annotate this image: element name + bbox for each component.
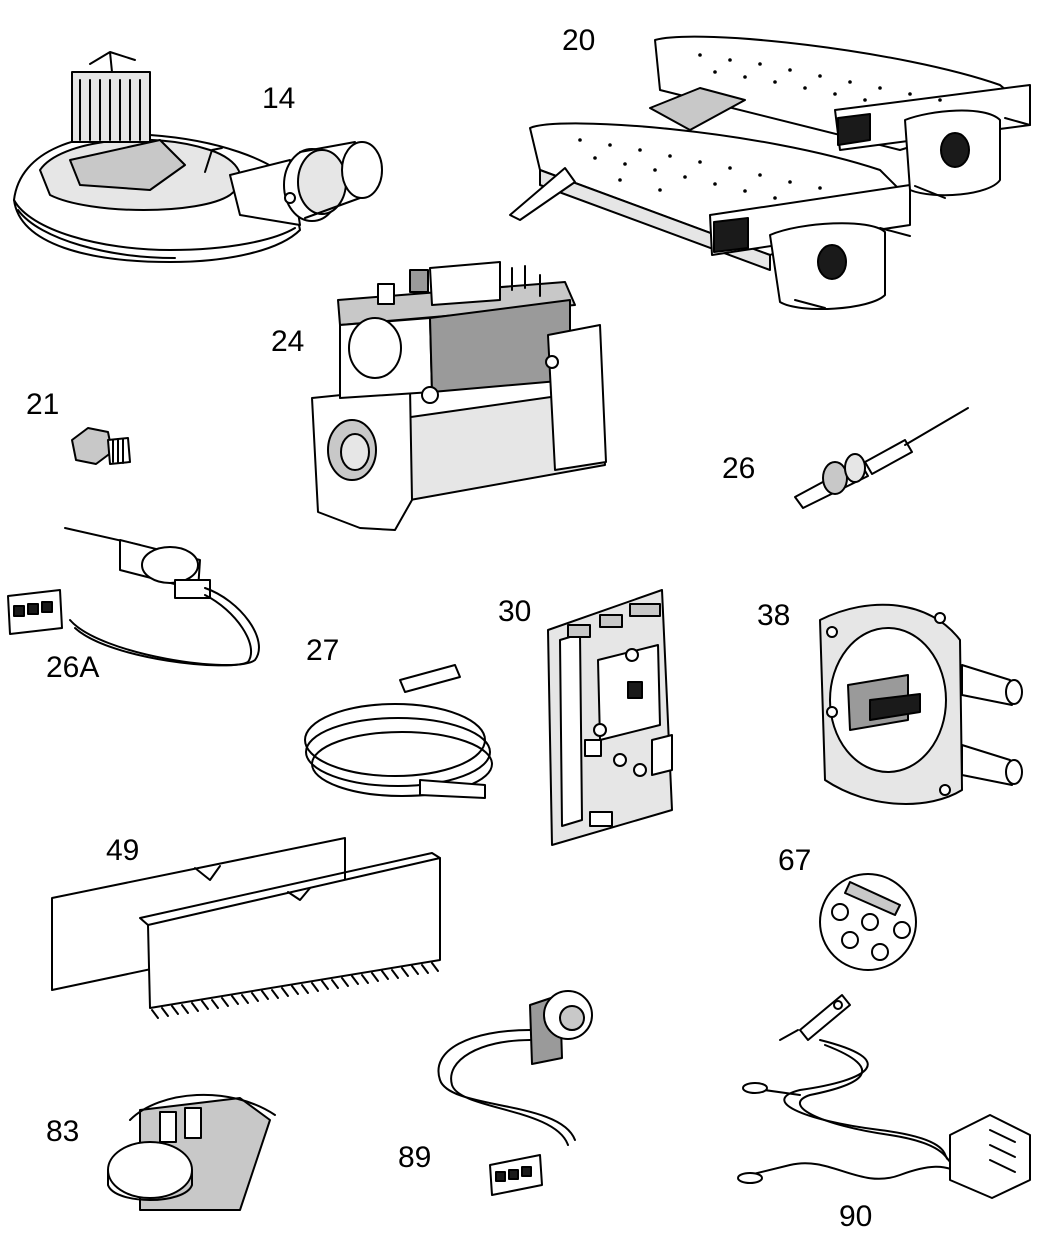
part-label-30: 30 [498, 595, 532, 628]
part-label-27: 27 [306, 634, 340, 667]
part-label-89: 89 [398, 1141, 432, 1174]
part-label-49: 49 [106, 834, 140, 867]
sensing-electrode-drawing [7, 527, 260, 667]
pressure-switch-drawing [819, 603, 1023, 805]
gas-valve-drawing [311, 261, 607, 531]
control-pcb-drawing [547, 589, 673, 846]
part-label-90: 90 [839, 1200, 873, 1233]
fan-assembly-drawing [13, 51, 383, 263]
part-label-24: 24 [271, 325, 305, 358]
ignition-lead-drawing [304, 664, 493, 799]
electrode-drawing [794, 407, 969, 509]
part-label-26A: 26A [46, 651, 100, 684]
part-label-26: 26 [722, 452, 756, 485]
burner-assembly-drawing [509, 35, 1031, 310]
flow-sensor-drawing [437, 990, 593, 1196]
overheat-thermostat-drawing [107, 1093, 276, 1211]
thermistor-harness-drawing [737, 994, 1031, 1199]
heat-shields-drawing [51, 837, 441, 1019]
part-label-38: 38 [757, 599, 791, 632]
part-label-20: 20 [562, 24, 596, 57]
part-label-14: 14 [262, 82, 296, 115]
part-label-67: 67 [778, 844, 812, 877]
injector-drawing [71, 427, 131, 465]
control-knob-drawing [819, 873, 917, 971]
part-label-21: 21 [26, 388, 60, 421]
part-label-83: 83 [46, 1115, 80, 1148]
